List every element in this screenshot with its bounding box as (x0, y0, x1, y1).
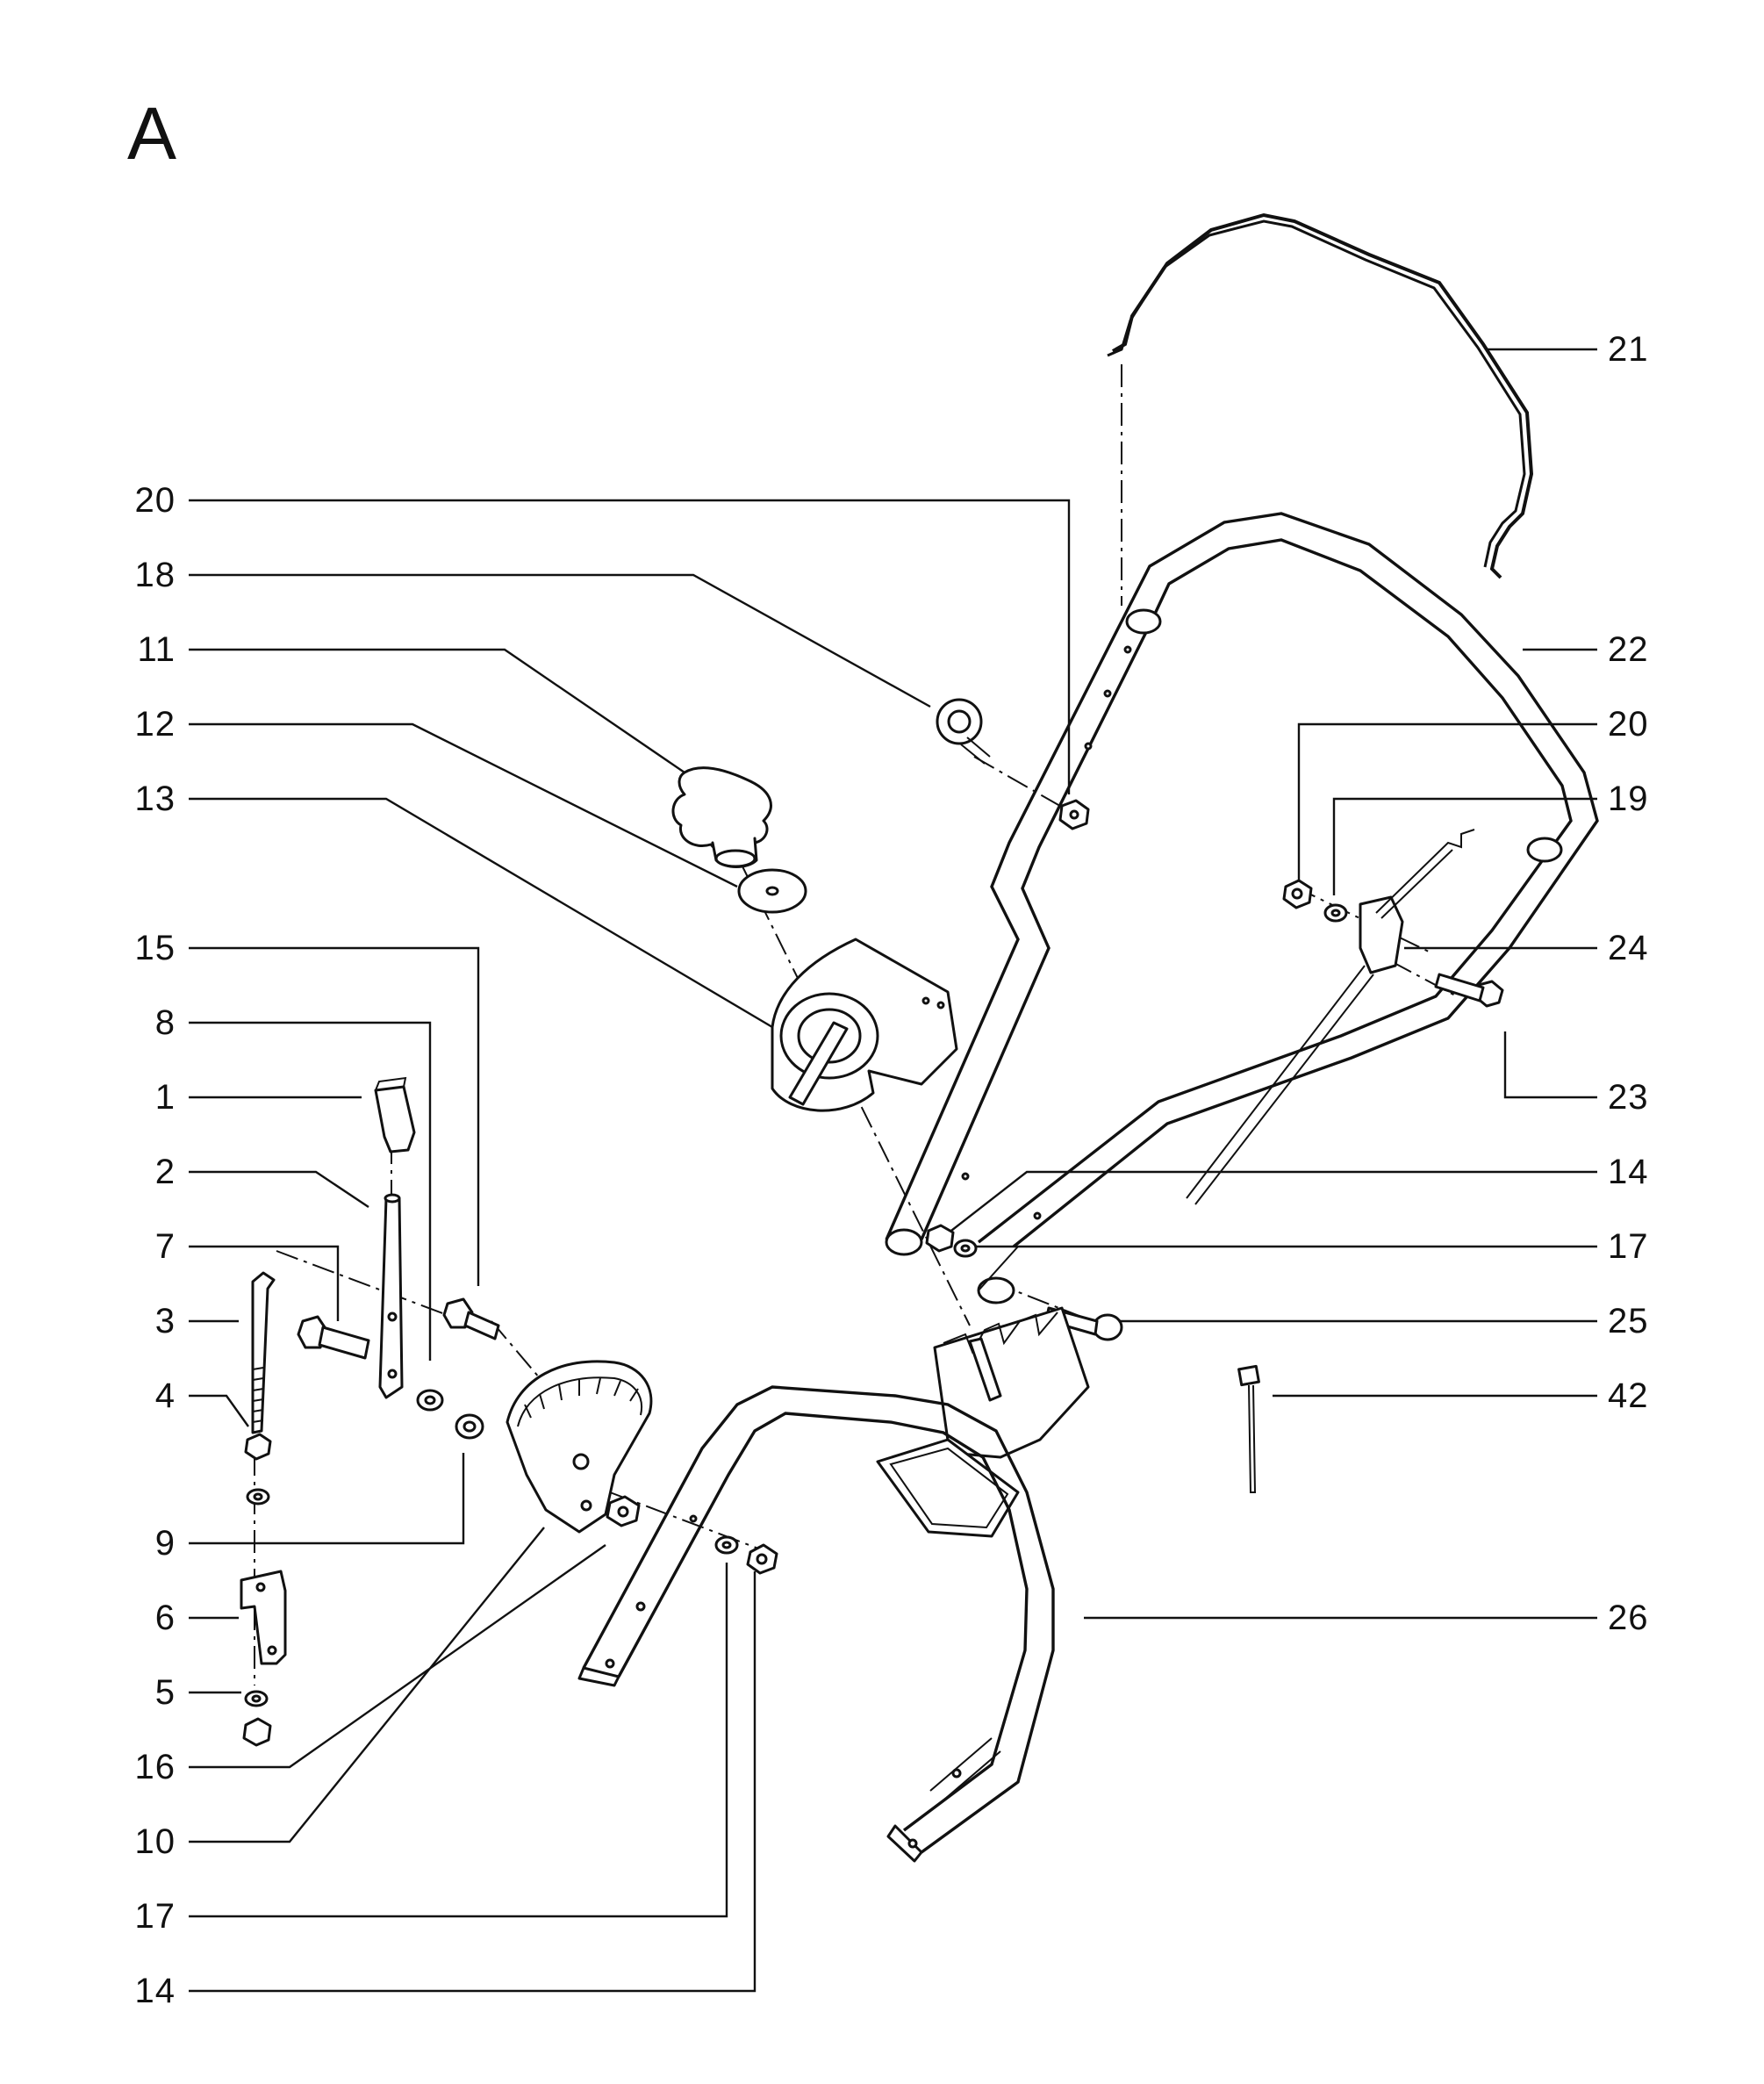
nut-16 (606, 1495, 641, 1527)
axis-eye-bolt (973, 756, 1072, 813)
leader-14-left (189, 1571, 757, 1993)
axis-nut-right (1294, 886, 1431, 953)
adjust-plate-13 (771, 938, 958, 1112)
callout-9: 9 (154, 1524, 176, 1563)
handle-grip-right (1526, 837, 1563, 863)
callout-18: 18 (134, 556, 176, 594)
lower-handle (577, 1385, 1055, 1863)
callout-19: 19 (1608, 780, 1649, 818)
callout-4: 4 (154, 1376, 176, 1415)
leader-15 (189, 946, 480, 1286)
callout-2: 2 (154, 1153, 176, 1191)
handle-left-tube-end (885, 1228, 923, 1256)
washer-5 (244, 1690, 269, 1707)
handle-right-tube-end (977, 1276, 1015, 1304)
callout-22: 22 (1608, 630, 1649, 669)
cable-tie-42 (1237, 1364, 1260, 1493)
callout-5: 5 (154, 1673, 176, 1712)
callout-10: 10 (134, 1822, 176, 1861)
callout-24: 24 (1608, 929, 1649, 967)
washer-17-upper (953, 1239, 978, 1258)
nut-4 (244, 1433, 272, 1461)
bracket-6 (240, 1570, 287, 1665)
callout-12: 12 (134, 705, 176, 744)
leader-14-right (947, 1170, 1597, 1234)
bolt-7 (297, 1315, 370, 1360)
leader-17-left (189, 1563, 728, 1918)
section-label: A (127, 92, 177, 175)
leader-8 (189, 1021, 432, 1361)
leader-12 (189, 722, 738, 888)
nut-upper (1058, 799, 1090, 830)
callout-14-left: 14 (134, 1972, 176, 2010)
axis-knob-to-plate (741, 864, 971, 1326)
leader-13 (189, 797, 773, 1029)
bail-wire (1107, 212, 1534, 579)
leader-16 (189, 1544, 606, 1769)
callout-3: 3 (154, 1302, 176, 1340)
callout-6: 6 (154, 1599, 176, 1637)
callout-11: 11 (137, 630, 176, 669)
callout-26: 26 (1608, 1599, 1649, 1637)
callout-8: 8 (154, 1003, 176, 1042)
nut-5 (242, 1717, 272, 1747)
callout-15: 15 (134, 929, 176, 967)
leader-9 (189, 1453, 465, 1545)
leader-18 (189, 573, 931, 708)
axis-lower-bolt (609, 1491, 773, 1555)
washer-8 (416, 1389, 444, 1412)
nut-14-upper (925, 1224, 955, 1253)
callout-13: 13 (134, 780, 176, 818)
cable-clamp-24 (1186, 829, 1475, 1205)
adjust-lever (378, 1193, 404, 1399)
callout-20-right: 20 (1608, 705, 1649, 744)
callout-16: 16 (134, 1748, 176, 1786)
threaded-rod (251, 1271, 276, 1434)
bolt-23 (1434, 973, 1504, 1008)
washer-4 (246, 1488, 270, 1506)
handle-grip-left (1125, 608, 1162, 635)
leader-20-right (1297, 722, 1597, 882)
leader-20-left (189, 499, 1071, 794)
callout-17-left: 17 (134, 1897, 176, 1936)
leader-4 (189, 1394, 249, 1427)
leader-lines-left (189, 499, 1071, 1993)
callout-23: 23 (1608, 1078, 1649, 1117)
callout-1: 1 (154, 1078, 176, 1117)
leader-11 (189, 648, 685, 773)
callout-14-right: 14 (1608, 1153, 1649, 1191)
callout-25: 25 (1608, 1302, 1649, 1340)
axis-adjust-bolt (491, 1320, 541, 1379)
leader-10 (189, 1527, 545, 1843)
callout-20-left: 20 (134, 481, 176, 520)
flat-washer-12 (737, 868, 807, 914)
leader-lines-right (947, 348, 1597, 1620)
callout-17-right: 17 (1608, 1227, 1649, 1266)
nut-20-right (1282, 879, 1313, 909)
eye-bolt (936, 698, 991, 765)
leader-19 (1332, 797, 1597, 895)
leader-2 (189, 1170, 369, 1208)
notched-sector-10 (506, 1360, 653, 1534)
callout-42: 42 (1608, 1376, 1649, 1415)
star-knob (671, 766, 772, 868)
axis-bolt-23 (1390, 960, 1458, 997)
leader-7 (189, 1245, 340, 1321)
callout-21: 21 (1608, 330, 1649, 369)
leader-23 (1503, 1031, 1597, 1099)
lever-grip (374, 1076, 416, 1153)
nut-14-lower (746, 1543, 778, 1575)
upper-handle (885, 512, 1599, 1304)
callout-7: 7 (154, 1227, 176, 1266)
bolt-15 (442, 1297, 500, 1340)
washer-17-lower (714, 1535, 739, 1555)
spacer-9 (455, 1413, 484, 1440)
washer-19 (1323, 903, 1348, 923)
